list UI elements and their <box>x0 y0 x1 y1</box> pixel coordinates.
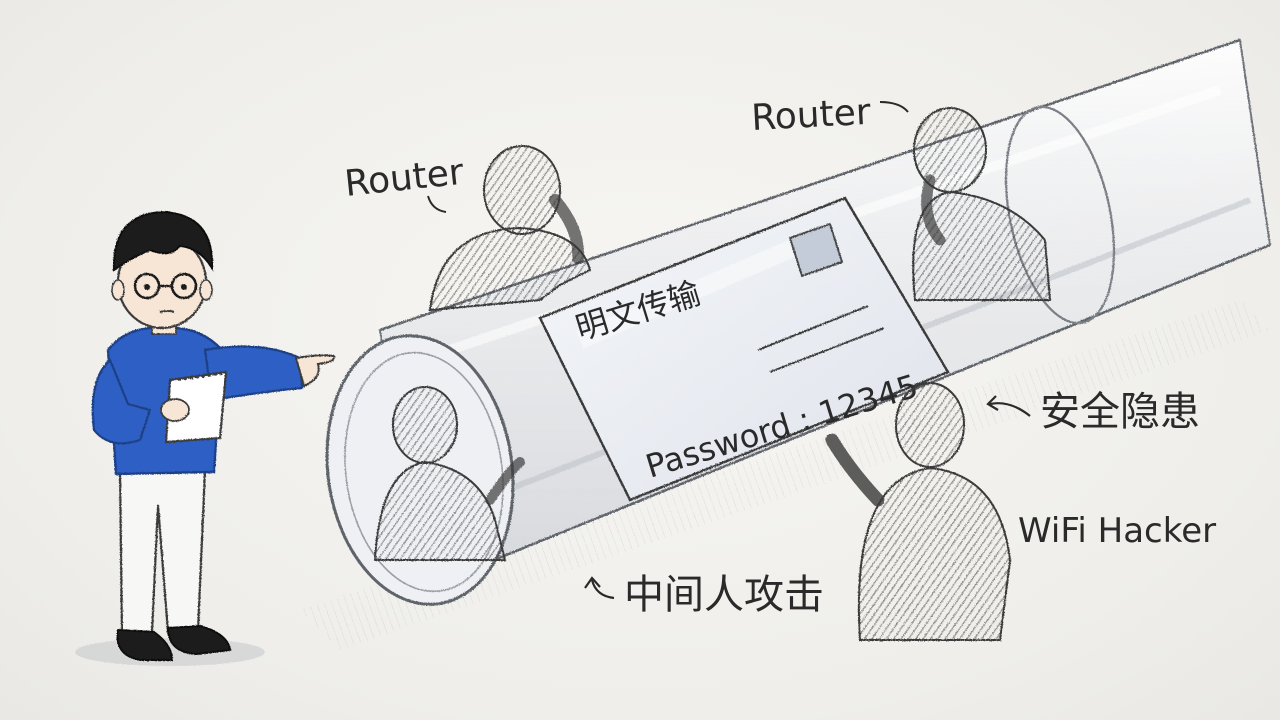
left-shoe <box>116 628 174 661</box>
hair <box>112 210 214 272</box>
pants <box>118 468 207 634</box>
router-left-figure <box>428 145 592 312</box>
curved-arrow-up-icon <box>590 579 615 600</box>
router-right-figure <box>912 107 1052 301</box>
router-left-leader <box>427 195 447 213</box>
stamp-icon <box>788 222 844 278</box>
right-shoe <box>166 624 232 656</box>
curved-arrow-left-icon <box>989 402 1031 417</box>
mitm-attack-label: 中间人攻击 <box>624 572 824 618</box>
router-left-label: Router <box>343 152 466 205</box>
mitm-figure <box>373 386 525 561</box>
wifi-hacker-label: WiFi Hacker <box>1018 511 1216 551</box>
pointing-arm <box>203 345 304 402</box>
boy-character <box>75 210 336 666</box>
security-risk-label: 安全隐患 <box>1040 389 1200 435</box>
notepad-icon <box>164 370 228 444</box>
router-right-leader <box>879 101 909 113</box>
router-right-label: Router <box>750 92 871 139</box>
envelope <box>538 196 950 502</box>
pointing-hand <box>294 354 336 388</box>
wifi-hacker-figure <box>825 382 1012 641</box>
ground-shading <box>300 300 1270 650</box>
